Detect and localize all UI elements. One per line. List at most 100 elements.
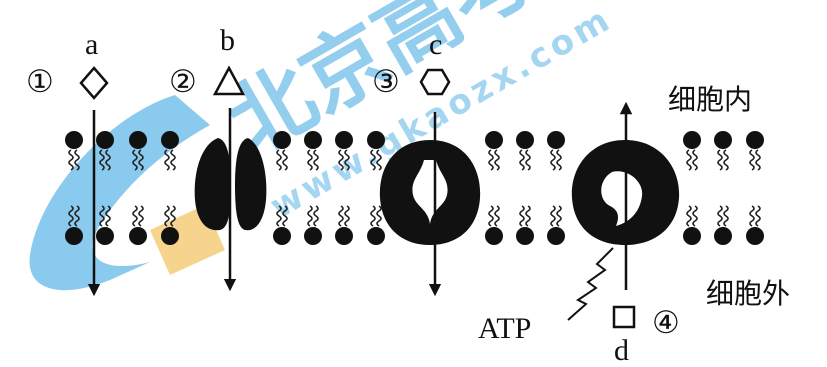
phospholipid-tail [755, 149, 761, 171]
phospholipid-tail [519, 205, 525, 227]
phospholipid-tail [99, 149, 105, 171]
phospholipid-tail [68, 205, 74, 227]
phospholipid-tail [376, 149, 382, 171]
substance-label-a: a [85, 28, 99, 61]
phospholipid-tail [307, 149, 313, 171]
phospholipid-tail [307, 205, 313, 227]
phospholipid-tail [68, 149, 74, 171]
phospholipid-tail [692, 205, 698, 227]
phospholipid-tail [717, 205, 723, 227]
phospholipid-head [96, 131, 114, 149]
phospholipid-pair [161, 131, 179, 245]
diamond-icon [79, 66, 109, 100]
phospholipid-tail [692, 149, 698, 171]
phospholipid-tail [723, 205, 729, 227]
phospholipid-tail [550, 205, 556, 227]
phospholipid-tail [282, 149, 288, 171]
phospholipid-head [273, 227, 291, 245]
atp-squiggle [567, 247, 614, 321]
phospholipid-head [273, 131, 291, 149]
phospholipid-tail [282, 205, 288, 227]
phospholipid-tail [74, 149, 80, 171]
phospholipid-tail [717, 149, 723, 171]
phospholipid-tail [749, 205, 755, 227]
phospholipid-head [161, 227, 179, 245]
phospholipid-tail [370, 149, 376, 171]
phospholipid-head [516, 227, 534, 245]
phospholipid-tail [686, 149, 692, 171]
phospholipid-tail [556, 149, 562, 171]
process-number-1: ① [26, 64, 54, 99]
phospholipid-head [746, 131, 764, 149]
phospholipid-pair [516, 131, 534, 245]
phospholipid-pair [273, 131, 291, 245]
phospholipid-head [367, 131, 385, 149]
phospholipid-tail [749, 149, 755, 171]
phospholipid-pair [129, 131, 147, 245]
phospholipid-tail [164, 149, 170, 171]
phospholipid-head [304, 131, 322, 149]
phospholipid-head [547, 131, 565, 149]
phospholipid-pair [304, 131, 322, 245]
hexagon-icon [419, 68, 451, 96]
label-cell-interior: 细胞内 [668, 83, 753, 116]
phospholipid-tail [138, 149, 144, 171]
phospholipid-head [304, 227, 322, 245]
phospholipid-head [746, 227, 764, 245]
phospholipid-pair [335, 131, 353, 245]
phospholipid-pair [746, 131, 764, 245]
phospholipid-head [96, 227, 114, 245]
phospholipid-head [129, 227, 147, 245]
process-number-4: ④ [652, 305, 680, 340]
phospholipid-tail [494, 205, 500, 227]
square-icon [612, 305, 636, 329]
phospholipid-tail [376, 205, 382, 227]
phospholipid-tail [686, 205, 692, 227]
phospholipid-tail [344, 149, 350, 171]
phospholipid-head [129, 131, 147, 149]
phospholipid-head [714, 131, 732, 149]
phospholipid-tail [164, 205, 170, 227]
phospholipid-tail [338, 149, 344, 171]
phospholipid-tail [494, 149, 500, 171]
phospholipid-tail [105, 205, 111, 227]
phospholipid-tail [313, 205, 319, 227]
phospholipid-tail [519, 149, 525, 171]
phospholipid-tail [344, 205, 350, 227]
phospholipid-head [683, 131, 701, 149]
phospholipid-tail [755, 205, 761, 227]
label-cell-exterior: 细胞外 [706, 277, 791, 310]
phospholipid-tail [556, 205, 562, 227]
phospholipid-tail [132, 205, 138, 227]
process-number-2: ② [169, 64, 197, 99]
phospholipid-pair [547, 131, 565, 245]
phospholipid-head [367, 227, 385, 245]
phospholipid-tail [170, 149, 176, 171]
phospholipid-pair [485, 131, 503, 245]
phospholipid-pair [714, 131, 732, 245]
phospholipid-head [516, 131, 534, 149]
phospholipid-tail [723, 149, 729, 171]
phospholipid-pair [65, 131, 83, 245]
label-atp: ATP [478, 312, 532, 345]
phospholipid-pair [683, 131, 701, 245]
phospholipid-tail [276, 149, 282, 171]
phospholipid-pair [96, 131, 114, 245]
phospholipid-tail [488, 149, 494, 171]
phospholipid-head [485, 131, 503, 149]
triangle-icon [212, 65, 246, 96]
phospholipid-tail [99, 205, 105, 227]
phospholipid-tail [338, 205, 344, 227]
phospholipid-head [714, 227, 732, 245]
phospholipid-tail [138, 205, 144, 227]
phospholipid-head [65, 227, 83, 245]
phospholipid-tail [550, 149, 556, 171]
phospholipid-head [161, 131, 179, 149]
